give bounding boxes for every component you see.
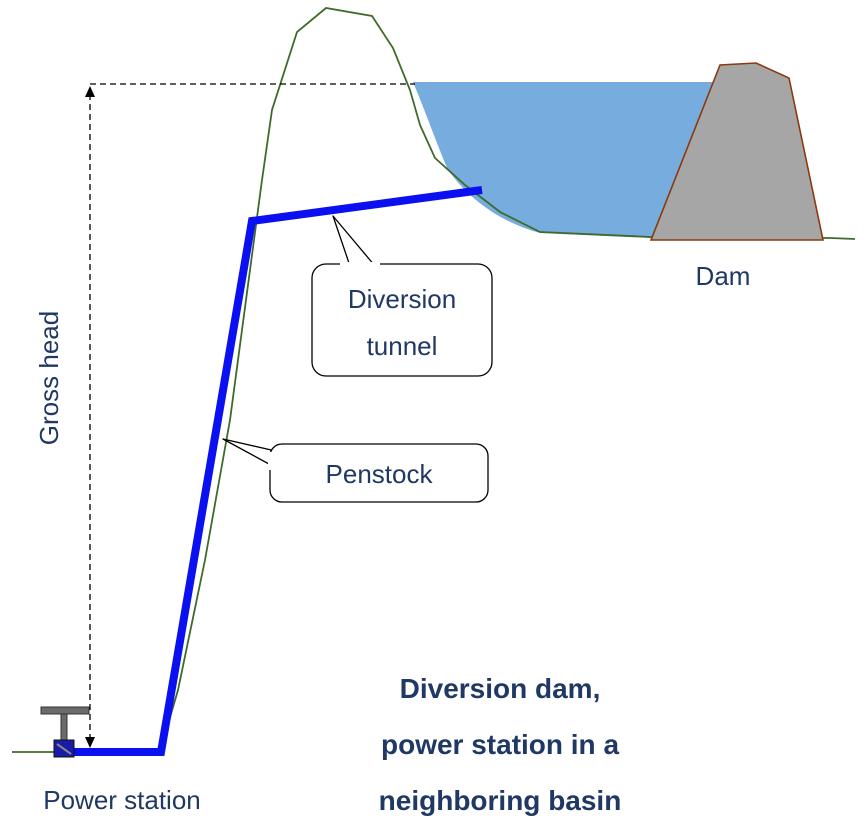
caption-line3: neighboring basin bbox=[379, 785, 622, 816]
diversion-tunnel-and-penstock bbox=[56, 186, 483, 756]
penstock-label: Penstock bbox=[326, 459, 434, 489]
diversion-tunnel-label-line2: tunnel bbox=[367, 331, 438, 361]
diversion-tunnel-callout bbox=[311, 263, 493, 377]
caption-line2: power station in a bbox=[381, 729, 619, 760]
dam-body bbox=[649, 62, 824, 241]
gross-head-arrow-down bbox=[85, 737, 95, 748]
caption-line1: Diversion dam, bbox=[400, 673, 601, 704]
penstock-callout bbox=[269, 443, 489, 503]
diversion-tunnel-callout-pointer bbox=[332, 215, 376, 267]
power-station-icon bbox=[40, 706, 90, 758]
dam-label: Dam bbox=[696, 261, 751, 291]
gross-head-arrow-up bbox=[85, 86, 95, 97]
gross-head-label: Gross head bbox=[34, 311, 64, 445]
terrain-line bbox=[12, 7, 856, 753]
power-station-label: Power station bbox=[43, 785, 201, 815]
diversion-tunnel-label-line1: Diversion bbox=[348, 284, 456, 314]
